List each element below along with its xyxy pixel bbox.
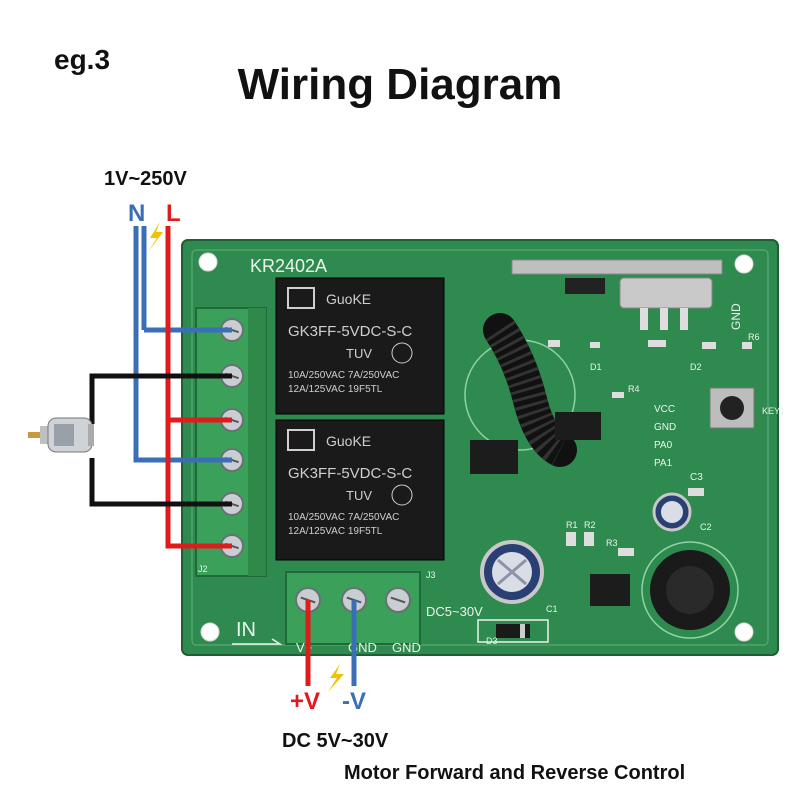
capacitor-small	[652, 492, 692, 532]
pcb-label-pa0: PA0	[654, 440, 673, 451]
input-label: IN	[236, 619, 256, 641]
pcb-label-key1: KEY1	[762, 406, 785, 416]
pcb-label-c1: C1	[546, 604, 558, 614]
diode	[477, 619, 549, 643]
pcb-label-gnd: GND	[654, 422, 676, 433]
rf-module: GND R6	[511, 259, 760, 342]
terminal-label-gnd-2: GND	[392, 640, 421, 655]
relay-2-rating-1: 10A/250VAC 7A/250VAC	[288, 512, 399, 523]
relay-2-part: GK3FF-5VDC-S-C	[288, 465, 412, 482]
relay-1-cert: TUV	[346, 346, 372, 361]
ic-chip	[590, 574, 630, 606]
dc-range-label: DC5~30V	[426, 604, 483, 619]
relay-2-rating-2: 12A/125VAC 19F5TL	[288, 526, 383, 537]
push-button: KEY1	[709, 387, 785, 429]
pcb-label-d2: D2	[690, 362, 702, 372]
pcb-label-r4: R4	[628, 384, 640, 394]
dc-positive-label: +V	[290, 688, 321, 715]
example-label: eg.3	[54, 44, 111, 75]
pcb-label-pa1: PA1	[654, 458, 673, 469]
capacitor-large	[480, 540, 544, 604]
terminal-block-output: J2	[195, 307, 267, 577]
live-label: L	[166, 200, 181, 227]
neutral-label: N	[128, 200, 146, 227]
ic-chip	[555, 412, 601, 440]
dc-voltage-label: DC 5V~30V	[282, 730, 389, 752]
pcb-label-gnd-top: GND	[729, 303, 743, 330]
dc-negative-label: -V	[342, 688, 366, 715]
pcb-label-r1: R1	[566, 520, 578, 530]
connector-j3-label: J3	[426, 570, 436, 580]
relay-1-rating-2: 12A/125VAC 19F5TL	[288, 384, 383, 395]
ac-voltage-label: 1V~250V	[104, 168, 187, 190]
relay-1: GuoKE GK3FF-5VDC-S-C TUV 10A/250VAC 7A/2…	[275, 277, 445, 415]
inductor	[650, 550, 730, 630]
lightning-icon	[148, 222, 163, 252]
diagram-caption: Motor Forward and Reverse Control	[344, 762, 686, 784]
antenna-coil	[483, 313, 577, 467]
lightning-icon	[328, 664, 344, 692]
relay-1-rating-1: 10A/250VAC 7A/250VAC	[288, 370, 399, 381]
pcb-label-c3: C3	[690, 472, 703, 483]
live-wire	[165, 226, 232, 549]
pcb-label-c2: C2	[700, 522, 712, 532]
relay-2-cert: TUV	[346, 488, 372, 503]
pcb-label-d1: D1	[590, 362, 602, 372]
relay-1-brand: GuoKE	[326, 291, 371, 307]
pcb-label-r3: R3	[606, 538, 618, 548]
diagram-title: Wiring Diagram	[237, 60, 563, 109]
pcb-label-vcc: VCC	[654, 404, 675, 415]
pcb-label-r6: R6	[748, 332, 760, 342]
motor-wire	[89, 373, 232, 507]
connector-j2-label: J2	[198, 564, 208, 574]
relay-2-brand: GuoKE	[326, 433, 371, 449]
motor-icon	[28, 417, 94, 453]
relay-2: GuoKE GK3FF-5VDC-S-C TUV 10A/250VAC 7A/2…	[275, 419, 445, 561]
ic-chip	[470, 440, 518, 474]
relay-1-part: GK3FF-5VDC-S-C	[288, 323, 412, 340]
pcb-label-d3: D3	[486, 636, 498, 646]
board-model-label: KR2402A	[250, 256, 327, 276]
pcb-label-r2: R2	[584, 520, 596, 530]
neutral-wire	[133, 226, 232, 463]
